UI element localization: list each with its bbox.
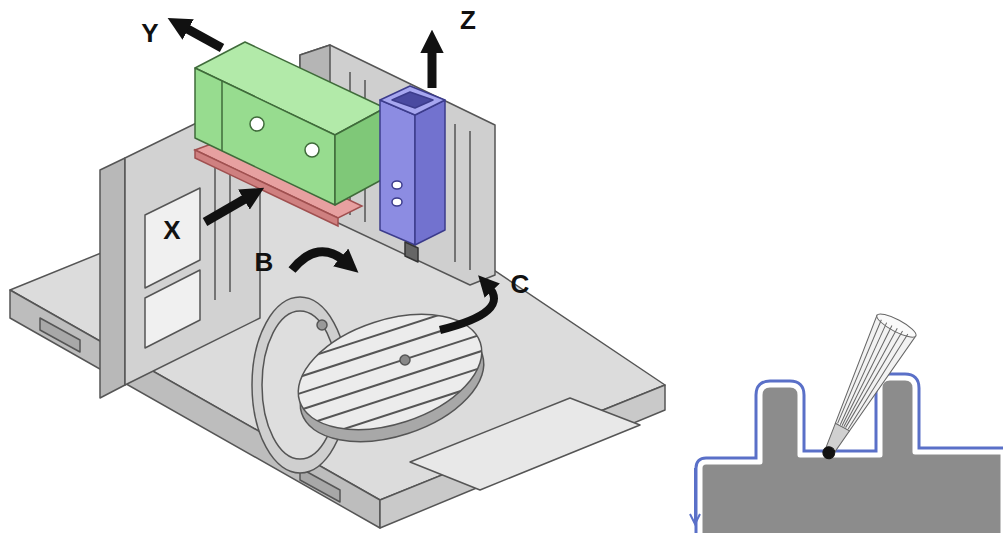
rotary-table [252, 285, 515, 473]
z-ram [380, 86, 445, 262]
axis-label: X [163, 217, 180, 243]
axis-label: Z [460, 7, 476, 33]
axis-label: B [255, 249, 274, 275]
ball-end-tool [807, 310, 919, 468]
y-carriage [195, 42, 385, 205]
axis-label: Y [141, 20, 158, 46]
axis-label: C [511, 271, 530, 297]
axis-arrows [182, 26, 494, 330]
